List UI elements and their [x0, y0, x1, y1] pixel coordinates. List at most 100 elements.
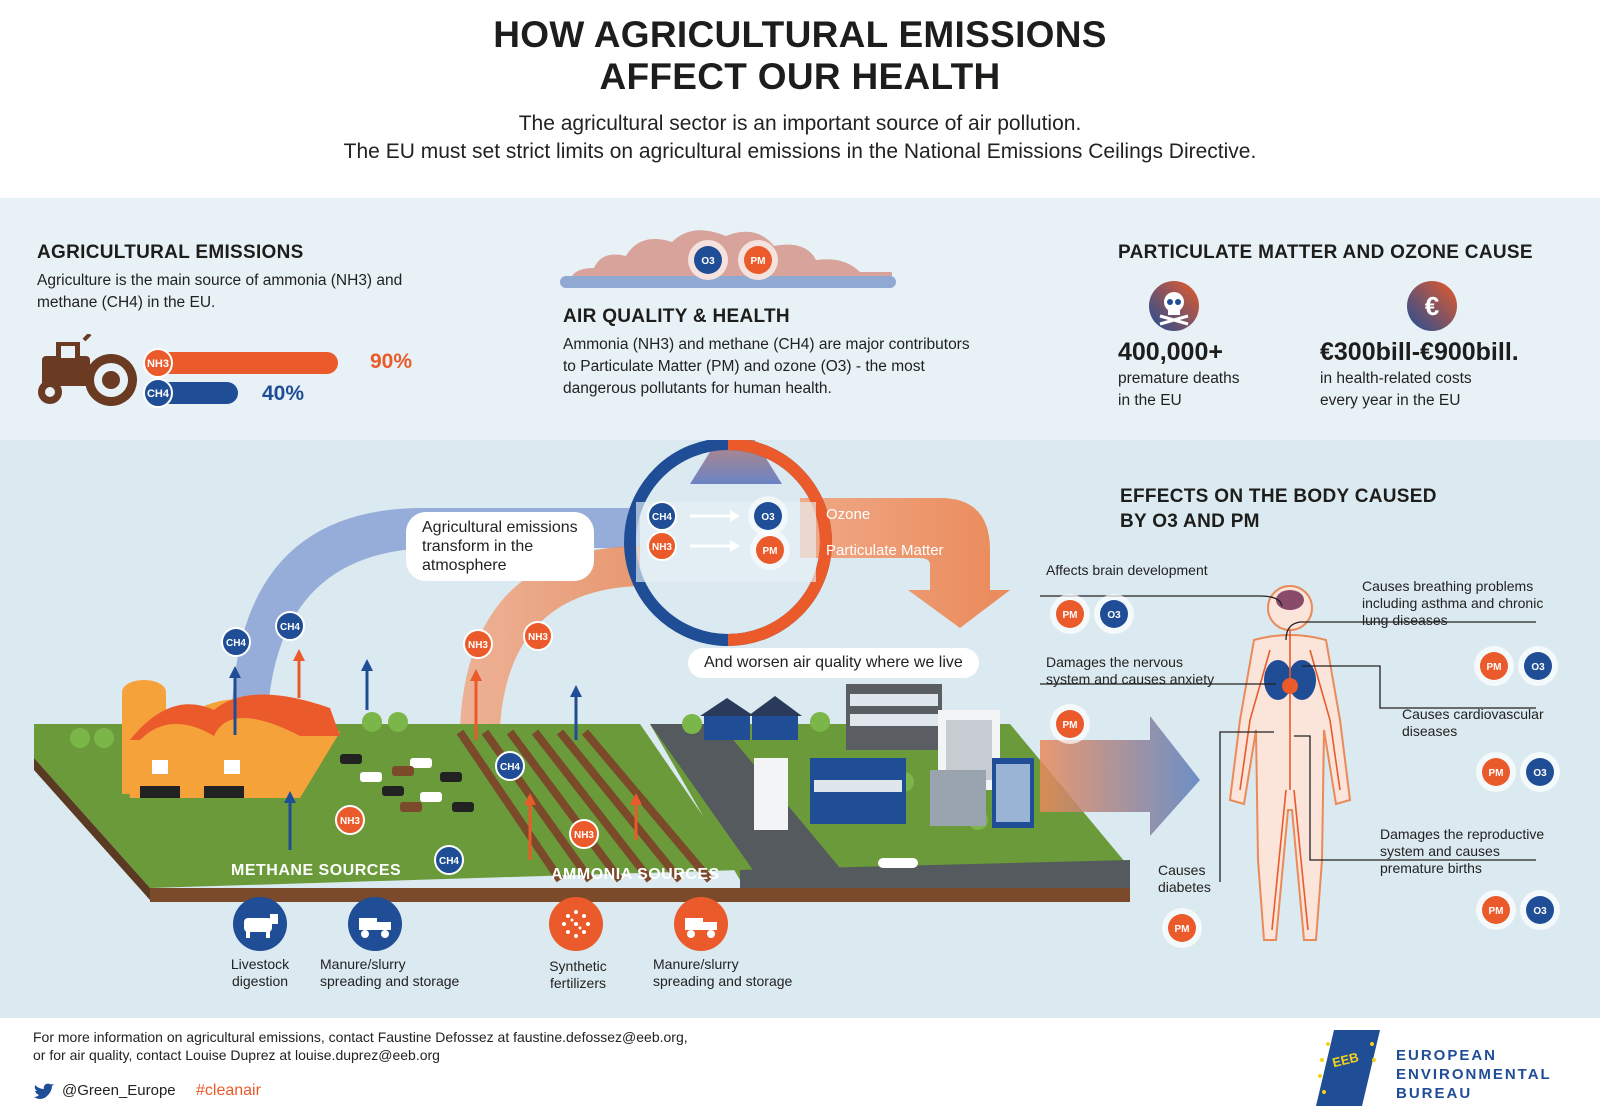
nh3-circle-badge: [647, 531, 677, 561]
ozone-label: Ozone: [826, 506, 871, 523]
nh3-badge-d: [569, 819, 599, 849]
chem-badges-layer: CH4 CH4 NH3 NH3 CH4 NH3 CH4 NH3 CH4 NH3 …: [221, 496, 790, 875]
pm-label: Particulate Matter: [826, 542, 944, 559]
agri-text-line-1: Agriculture is the main source of ammoni…: [37, 272, 403, 289]
o3-cloud-badge: [694, 246, 722, 274]
costs-line-1: in health-related costs: [1320, 370, 1472, 387]
ch4-badge-icon: [143, 378, 173, 408]
svg-text:NH3: NH3: [528, 632, 548, 643]
manure-spreader-orange-icon: [674, 897, 728, 951]
title-line-1: HOW AGRICULTURAL EMISSIONS: [493, 14, 1107, 55]
pm-cloud-badge: [744, 246, 772, 274]
svg-text:O3: O3: [701, 256, 715, 267]
svg-text:PM: PM: [1063, 610, 1078, 621]
nh3-badge-text: NH3: [147, 358, 169, 370]
costs-line-2: every year in the EU: [1320, 392, 1461, 409]
svg-text:PM: PM: [1489, 906, 1504, 917]
svg-text:O3: O3: [1533, 906, 1547, 917]
hashtag[interactable]: #cleanair: [196, 1082, 261, 1099]
svg-text:CH4: CH4: [226, 638, 246, 649]
transform-line-1: Agricultural emissions: [422, 519, 578, 536]
eeb-logo-icon: EEB: [1316, 1030, 1380, 1106]
transform-line-3: atmosphere: [422, 557, 507, 574]
skull-icon: [1149, 281, 1199, 331]
svg-text:O3: O3: [1107, 610, 1121, 621]
svg-text:NH3: NH3: [652, 542, 672, 553]
svg-text:PM: PM: [1063, 720, 1078, 731]
nh3-badge-icon: [143, 348, 173, 378]
o3-circle-badge: [754, 502, 782, 530]
cloud-icon: O3 PM: [560, 230, 896, 288]
methane-sources-label: METHANE SOURCES: [231, 862, 402, 879]
svg-text:NH3: NH3: [468, 640, 488, 651]
nh3-percent: 90%: [370, 350, 413, 373]
svg-text:PM: PM: [763, 546, 778, 557]
o3-lungs-badge: [1524, 652, 1552, 680]
deaths-text: premature deaths in the EU: [1118, 368, 1240, 412]
pm-circle-badge: [756, 536, 784, 564]
o3-repro-badge: [1526, 896, 1554, 924]
ch4-badge-d: [434, 845, 464, 875]
footer-info-line-1: For more information on agricultural emi…: [33, 1029, 688, 1045]
worsen-bubble: And worsen air quality where we live: [688, 648, 979, 678]
svg-text:CH4: CH4: [439, 856, 459, 867]
nh3-badge-b: [523, 621, 553, 651]
svg-text:NH3: NH3: [574, 830, 594, 841]
agri-text-line-2: methane (CH4) in the EU.: [37, 294, 216, 311]
body-heading: EFFECTS ON THE BODY CAUSED BY O3 AND PM: [1120, 484, 1437, 534]
svg-text:€: €: [1425, 291, 1439, 321]
pm-cardio-badge: [1482, 758, 1510, 786]
transform-line-2: transform in the: [422, 538, 534, 555]
top-band: [0, 198, 1600, 440]
ch4-badge-b: [275, 611, 305, 641]
footer-info-line-2: or for air quality, contact Louise Dupre…: [33, 1047, 440, 1063]
intro-line-1: The agricultural sector is an important …: [518, 112, 1082, 135]
intro-text: The agricultural sector is an important …: [0, 110, 1600, 166]
svg-text:PM: PM: [1487, 662, 1502, 673]
twitter-handle[interactable]: @Green_Europe: [62, 1082, 176, 1099]
euro-icon: €: [1407, 281, 1457, 331]
deaths-value: 400,000+: [1118, 338, 1223, 366]
svg-text:O3: O3: [1531, 662, 1545, 673]
cow-icon: [233, 897, 287, 951]
bar-nh3: [158, 352, 338, 374]
ch4-percent: 40%: [262, 382, 305, 405]
svg-text:PM: PM: [751, 256, 766, 267]
costs-value: €300bill-€900bill.: [1320, 338, 1519, 366]
page-title: HOW AGRICULTURAL EMISSIONS AFFECT OUR HE…: [0, 14, 1600, 98]
svg-text:PM: PM: [1175, 924, 1190, 935]
ammonia-sources-label: AMMONIA SOURCES: [551, 866, 720, 883]
body-figure: [1040, 585, 1536, 941]
svg-text:CH4: CH4: [652, 512, 672, 523]
agri-heading: AGRICULTURAL EMISSIONS: [37, 242, 304, 263]
bar-ch4: [158, 382, 238, 404]
air-text-line-3: dangerous pollutants for human health.: [563, 380, 832, 397]
intro-line-2: The EU must set strict limits on agricul…: [343, 140, 1257, 163]
body-badges-layer: PM O3 PM PM O3 PM O3 PM O3 PM: [1050, 594, 1560, 948]
agri-bars: NH3 CH4: [143, 348, 338, 408]
ch4-circle-badge: [647, 501, 677, 531]
deaths-line-1: premature deaths: [1118, 370, 1240, 387]
svg-text:O3: O3: [761, 512, 775, 523]
ch4-badge-text: CH4: [147, 388, 170, 400]
eeb-name: EUROPEAN ENVIRONMENTAL BUREAU: [1396, 1047, 1552, 1102]
svg-text:PM: PM: [1489, 768, 1504, 779]
nh3-badge-c: [335, 805, 365, 835]
footer-info: For more information on agricultural emi…: [33, 1028, 688, 1064]
nh3-badge-a: [463, 629, 493, 659]
svg-text:CH4: CH4: [500, 762, 520, 773]
agri-text: Agriculture is the main source of ammoni…: [37, 270, 457, 314]
pm-brain-badge: [1056, 600, 1084, 628]
ch4-badge-c: [495, 751, 525, 781]
o3-cardio-badge: [1526, 758, 1554, 786]
o3-brain-badge: [1100, 600, 1128, 628]
transform-bubble: Agricultural emissions transform in the …: [406, 512, 594, 581]
